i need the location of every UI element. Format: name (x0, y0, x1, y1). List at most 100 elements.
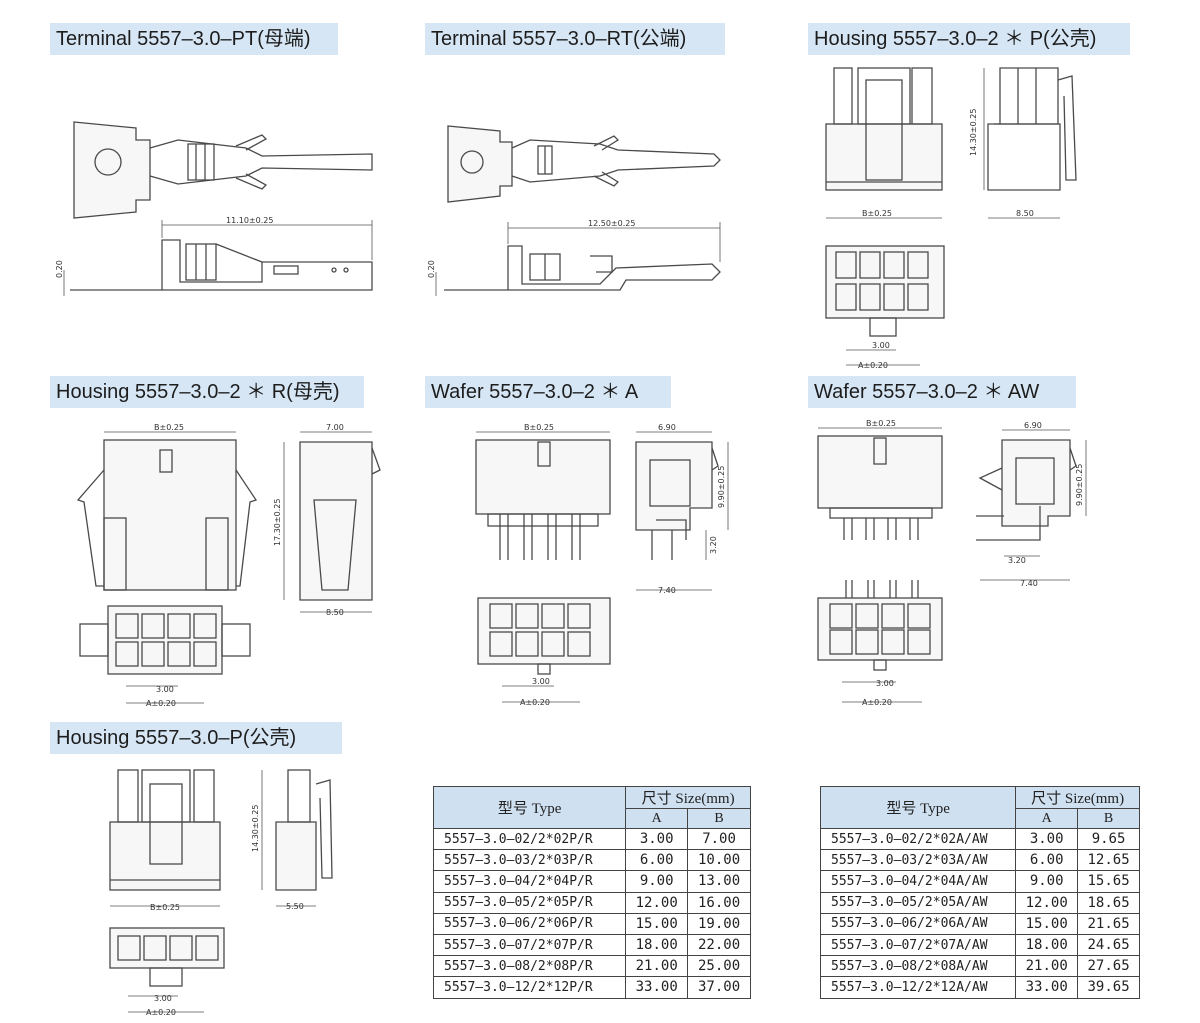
a-cell: 15.00 (1015, 912, 1079, 935)
type-cell: 5557–3.0–07/2*07A/AW (819, 933, 1017, 957)
w2a-a-dim: A±0.20 (520, 698, 550, 707)
wafer-2a-title: Wafer 5557–3.0–2 ＊ A (425, 376, 671, 408)
w2aw-depth-dim: 7.40 (1020, 579, 1038, 588)
a-cell: 12.00 (1015, 891, 1079, 914)
a-cell: 6.00 (625, 849, 689, 872)
pr-col-b: B (687, 808, 751, 829)
b-cell: 10.00 (687, 849, 751, 872)
type-cell: 5557–3.0–04/2*04A/AW (819, 870, 1017, 893)
h2p-depth-dim: 8.50 (1016, 209, 1034, 218)
housing-2p-drawing: 14.30±0.25 B±0.25 8.50 3.00 A±0.20 (825, 67, 1077, 370)
h2p-b-dim: B±0.25 (862, 209, 892, 218)
housing-2r-title: Housing 5557–3.0–2 ＊ R(母壳) (50, 376, 364, 408)
w2aw-pin-dim: 3.20 (1008, 556, 1026, 565)
aaw-header-size: 尺寸 Size(mm) (1015, 786, 1140, 809)
b-cell: 25.00 (687, 955, 751, 978)
b-cell: 13.00 (687, 870, 751, 893)
terminal-pt-title: Terminal 5557–3.0–PT(母端) (50, 23, 338, 55)
type-cell: 5557–3.0–03/2*03A/AW (819, 849, 1017, 872)
housing-p-drawing: B±0.25 14.30±0.25 5.50 3.00 A±0.20 (109, 769, 333, 1017)
b-cell: 27.65 (1077, 955, 1140, 978)
a-cell: 3.00 (1015, 827, 1079, 851)
b-cell: 9.65 (1077, 827, 1140, 851)
rt-thickness-dim: 0.20 (427, 260, 436, 278)
type-cell: 5557–3.0–07/2*07P/R (432, 933, 627, 957)
a-cell: 33.00 (1015, 976, 1079, 999)
hp-b-dim: B±0.25 (150, 903, 180, 912)
hp-pitch-dim: 3.00 (154, 994, 172, 1003)
h2r-b-dim: B±0.25 (154, 423, 184, 432)
a-cell: 18.00 (625, 933, 689, 957)
type-cell: 5557–3.0–06/2*06P/R (432, 912, 627, 935)
hp-height-dim: 14.30±0.25 (251, 805, 260, 852)
w2a-b-dim: B±0.25 (524, 423, 554, 432)
h2p-pitch-dim: 3.00 (872, 341, 890, 350)
terminal-rt-title: Terminal 5557–3.0–RT(公端) (425, 23, 725, 55)
b-cell: 16.00 (687, 891, 751, 914)
w2a-top-dim: 6.90 (658, 423, 676, 432)
type-cell: 5557–3.0–12/2*12A/AW (819, 976, 1017, 999)
b-cell: 15.65 (1077, 870, 1140, 893)
type-cell: 5557–3.0–08/2*08P/R (432, 955, 627, 978)
a-cell: 9.00 (1015, 870, 1079, 893)
pr-header-type: 型号 Type (432, 786, 627, 829)
wafer-2aw-title: Wafer 5557–3.0–2 ＊ AW (808, 376, 1076, 408)
a-cell: 21.00 (625, 955, 689, 978)
terminal-pt-drawing: 11.10±0.25 0.20 (55, 121, 373, 296)
terminal-rt-drawing: 12.50±0.25 0.20 (427, 125, 721, 296)
b-cell: 12.65 (1077, 849, 1140, 872)
h2r-a-dim: A±0.20 (146, 699, 176, 708)
a-cell: 9.00 (625, 870, 689, 893)
b-cell: 21.65 (1077, 912, 1140, 935)
housing-2p-title: Housing 5557–3.0–2 ＊ P(公壳) (808, 23, 1130, 55)
a-cell: 21.00 (1015, 955, 1079, 978)
w2aw-pitch-dim: 3.00 (876, 679, 894, 688)
w2a-pin-dim: 3.20 (709, 536, 718, 554)
a-cell: 18.00 (1015, 933, 1079, 957)
w2a-pitch-dim: 3.00 (532, 677, 550, 686)
aaw-col-b: B (1077, 808, 1140, 829)
b-cell: 18.65 (1077, 891, 1140, 914)
a-cell: 6.00 (1015, 849, 1079, 872)
type-cell: 5557–3.0–04/2*04P/R (432, 870, 627, 893)
pr-col-a: A (625, 808, 689, 829)
h2p-a-dim: A±0.20 (858, 361, 888, 370)
housing-2r-drawing: B±0.25 7.00 17.30±0.25 8.50 3.00 A±0.20 (76, 423, 381, 708)
wafer-2aw-drawing: B±0.25 6.90 9.90±0.25 3.20 7.40 3.00 A±0… (817, 419, 1087, 707)
h2r-depth-dim: 8.50 (326, 608, 344, 617)
a-cell: 15.00 (625, 912, 689, 935)
pt-length-dim: 11.10±0.25 (226, 216, 273, 225)
h2r-pitch-dim: 3.00 (156, 685, 174, 694)
b-cell: 19.00 (687, 912, 751, 935)
b-cell: 24.65 (1077, 933, 1140, 957)
h2r-height-dim: 17.30±0.25 (273, 499, 282, 546)
a-cell: 3.00 (625, 827, 689, 851)
b-cell: 39.65 (1077, 976, 1140, 999)
aaw-col-a: A (1015, 808, 1079, 829)
w2aw-a-dim: A±0.20 (862, 698, 892, 707)
h2r-top-dim: 7.00 (326, 423, 344, 432)
wafer-2a-drawing: B±0.25 6.90 9.90±0.25 3.20 7.40 3.00 A±0… (475, 423, 729, 707)
rt-length-dim: 12.50±0.25 (588, 219, 635, 228)
h2p-height-dim: 14.30±0.25 (969, 109, 978, 156)
spec-table-pr: 型号 Type 尺寸 Size(mm) A B 5557–3.0–02/2*02… (432, 786, 751, 999)
type-cell: 5557–3.0–05/2*05P/R (432, 891, 627, 914)
w2a-depth-dim: 7.40 (658, 586, 676, 595)
type-cell: 5557–3.0–03/2*03P/R (432, 849, 627, 872)
w2aw-b-dim: B±0.25 (866, 419, 896, 428)
